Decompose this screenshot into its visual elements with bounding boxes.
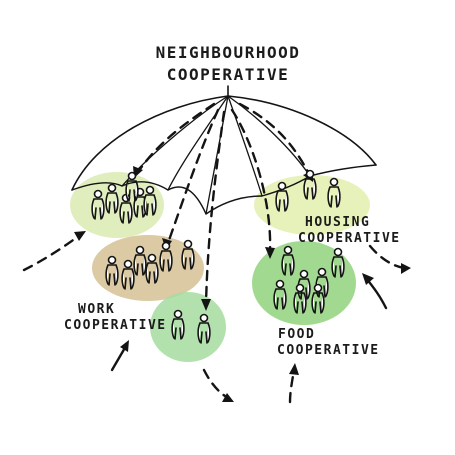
title-line1: NEIGHBOURHOOD	[156, 43, 301, 62]
person-figure	[181, 239, 195, 270]
person-figure	[171, 309, 185, 340]
person-figure	[145, 253, 159, 284]
work-label-line1: WORK	[78, 302, 115, 317]
person-figure	[197, 313, 211, 344]
person-figure	[275, 181, 289, 212]
person-figure	[125, 171, 139, 202]
person-figure	[105, 183, 119, 214]
person-figure	[311, 283, 325, 314]
person-figure	[143, 185, 157, 216]
person-figure	[91, 189, 105, 220]
food-label-line1: FOOD	[278, 327, 315, 342]
work-label-line2: COOPERATIVE	[64, 318, 167, 333]
people-figures	[91, 169, 345, 344]
solid-arrows	[110, 273, 388, 372]
person-figure	[293, 283, 307, 314]
blob-work-cooperative	[150, 292, 226, 362]
housing-label-line2: COOPERATIVE	[298, 231, 401, 246]
title-line2: COOPERATIVE	[167, 65, 289, 84]
person-figure	[331, 247, 345, 278]
person-figure	[273, 279, 287, 310]
person-figure	[303, 169, 317, 200]
housing-label-line1: HOUSING	[305, 215, 370, 230]
food-label-line2: COOPERATIVE	[277, 343, 380, 358]
person-figure	[121, 259, 135, 290]
person-figure	[327, 177, 341, 208]
person-figure	[133, 245, 147, 276]
person-figure	[159, 241, 173, 272]
person-figure	[281, 245, 295, 276]
person-figure	[105, 255, 119, 286]
